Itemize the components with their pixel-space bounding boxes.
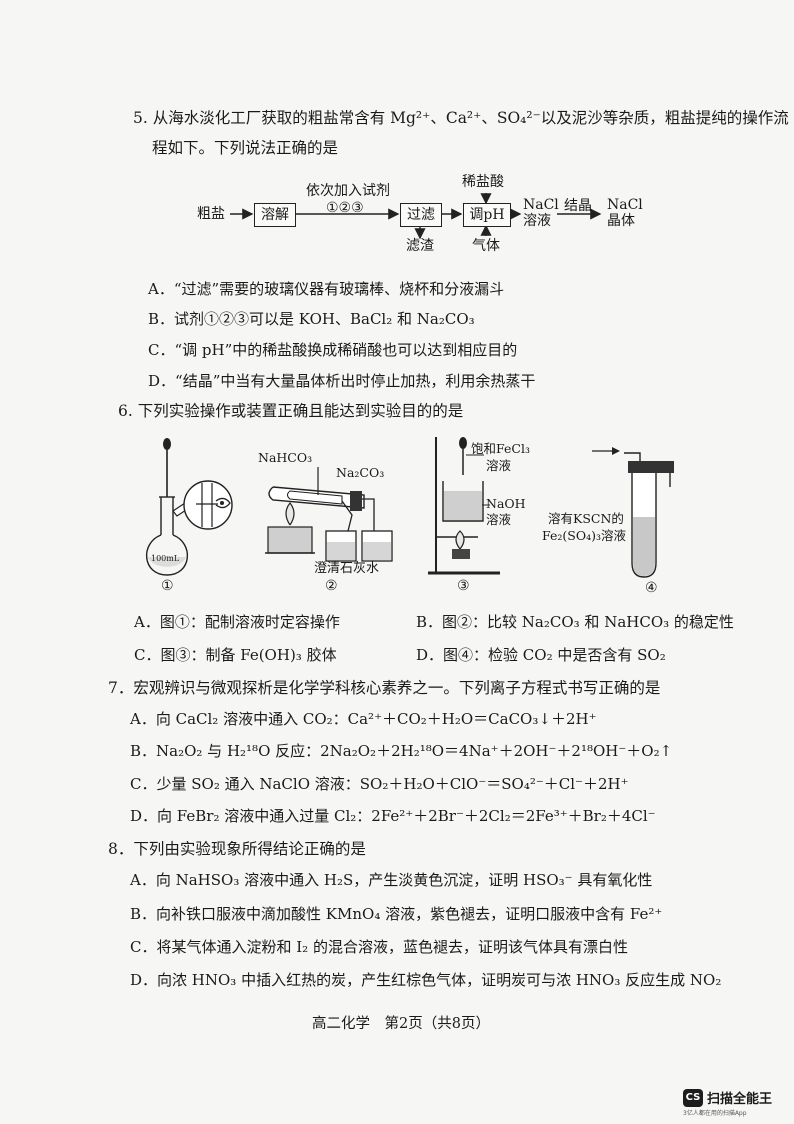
q6-option-c: C．图③：制备 Fe(OH)₃ 胶体	[134, 646, 337, 664]
q8-stem: 8．下列由实验现象所得结论正确的是	[108, 840, 366, 858]
flow-gas: 气体	[472, 238, 500, 254]
flowchart-arrows	[230, 193, 602, 240]
q7-option-b: B．Na₂O₂ 与 H₂¹⁸O 反应：2Na₂O₂＋2H₂¹⁸O＝4Na⁺＋2O…	[130, 742, 673, 760]
figure-2-thermal-stability-setup: NaHCO₃ Na₂CO₃ 澄清石灰水	[258, 450, 393, 576]
fig3-naoh-label-1: NaOH	[486, 496, 526, 511]
q5-option-c: C．“调 pH”中的稀盐酸换成稀硝酸也可以达到相应目的	[148, 341, 518, 359]
flow-nacl-crystal-2: 晶体	[607, 213, 635, 229]
q6-option-b: B．图②：比较 Na₂CO₃ 和 NaHCO₃ 的稳定性	[416, 613, 734, 631]
q5-stem-line2: 程如下。下列说法正确的是	[152, 139, 339, 157]
flow-nacl-solution-2: 溶液	[523, 213, 551, 229]
fig4-kscn-label-1: 溶有KSCN的	[548, 511, 624, 526]
q5-option-a: A．“过滤”需要的玻璃仪器有玻璃棒、烧杯和分液漏斗	[148, 280, 505, 298]
fig2-nahco3-label: NaHCO₃	[258, 450, 312, 465]
figure-3-colloid-setup: 饱和FeCl₃ 溶液 NaOH 溶液	[428, 437, 530, 575]
flow-nacl-solution-1: NaCl	[523, 197, 559, 213]
q6-apparatus-figures: 100mL ① NaHCO₃ Na₂CO₃ 澄清石灰水 ② 饱和FeCl₃	[145, 437, 674, 596]
q8-option-c: C．将某气体通入淀粉和 I₂ 的混合溶液，蓝色褪去，证明该气体具有漂白性	[130, 938, 628, 956]
flow-crude-salt: 粗盐	[197, 206, 225, 222]
camscanner-tagline: 3亿人都在用的扫描App	[683, 1110, 747, 1117]
q8-option-a: A．向 NaHSO₃ 溶液中通入 H₂S，产生淡黄色沉淀，证明 HSO₃⁻ 具有…	[130, 871, 653, 889]
q7-option-d: D．向 FeBr₂ 溶液中通入过量 Cl₂：2Fe²⁺＋2Br⁻＋2Cl₂＝2F…	[130, 807, 656, 825]
q5-option-b: B．试剂①②③可以是 KOH、BaCl₂ 和 Na₂CO₃	[148, 310, 475, 328]
q6-option-d: D．图④：检验 CO₂ 中是否含有 SO₂	[416, 646, 666, 664]
flow-dissolve-box: 溶解	[254, 203, 296, 227]
q6-stem: 6. 下列实验操作或装置正确且能达到实验目的的是	[118, 402, 464, 420]
figure-4-test-tube: 溶有KSCN的 Fe₂(SO₄)₃溶液	[542, 447, 674, 578]
fig4-kscn-label-2: Fe₂(SO₄)₃溶液	[542, 528, 626, 543]
figure-4-label: ④	[645, 580, 658, 596]
figure-1-label: ①	[161, 578, 174, 594]
fig3-fecl3-label-1: 饱和FeCl₃	[471, 441, 530, 456]
q5-stem-line1: 5. 从海水淡化工厂获取的粗盐常含有 Mg²⁺、Ca²⁺、SO₄²⁻以及泥沙等杂…	[133, 109, 789, 127]
camscanner-name: 扫描全能王	[707, 1092, 773, 1107]
flow-filter-residue: 滤渣	[406, 238, 434, 254]
q7-option-c: C．少量 SO₂ 通入 NaClO 溶液：SO₂＋H₂O＋ClO⁻＝SO₄²⁻＋…	[130, 775, 629, 793]
q5-option-d: D．“结晶”中当有大量晶体析出时停止加热，利用余热蒸干	[148, 372, 536, 390]
flow-dilute-hcl: 稀盐酸	[462, 174, 504, 190]
fig3-fecl3-label-2: 溶液	[486, 458, 512, 473]
q8-option-b: B．向补铁口服液中滴加酸性 KMnO₄ 溶液，紫色褪去，证明口服液中含有 Fe²…	[130, 905, 663, 923]
fig2-limewater-label: 澄清石灰水	[314, 561, 379, 576]
q7-option-a: A．向 CaCl₂ 溶液中通入 CO₂：Ca²⁺＋CO₂＋H₂O＝CaCO₃↓＋…	[130, 710, 597, 728]
q7-stem: 7．宏观辨识与微观探析是化学学科核心素养之一。下列离子方程式书写正确的是	[108, 679, 661, 697]
flow-filter-box: 过滤	[400, 203, 442, 227]
fig1-flask-label: 100mL	[151, 554, 180, 563]
figure-1-volumetric-flask: 100mL	[145, 438, 233, 576]
flow-nacl-crystal-1: NaCl	[607, 197, 643, 213]
flow-reagent-label: 依次加入试剂	[306, 183, 390, 199]
page-footer: 高二化学 第2页（共8页）	[312, 1016, 490, 1032]
flow-crystallize: 结晶	[564, 198, 592, 214]
flow-adjust-ph-box: 调pH	[463, 203, 511, 227]
flow-reagent-numbers: ①②③	[326, 200, 364, 216]
q6-option-a: A．图①：配制溶液时定容操作	[134, 613, 340, 631]
fig3-naoh-label-2: 溶液	[486, 512, 512, 527]
figure-2-label: ②	[325, 578, 338, 594]
q8-option-d: D．向浓 HNO₃ 中插入红热的炭，产生红棕色气体，证明炭可与浓 HNO₃ 反应…	[130, 971, 722, 989]
camscanner-logo-icon: CS	[683, 1089, 703, 1107]
fig2-na2co3-label: Na₂CO₃	[336, 465, 384, 480]
figure-3-label: ③	[457, 578, 470, 594]
